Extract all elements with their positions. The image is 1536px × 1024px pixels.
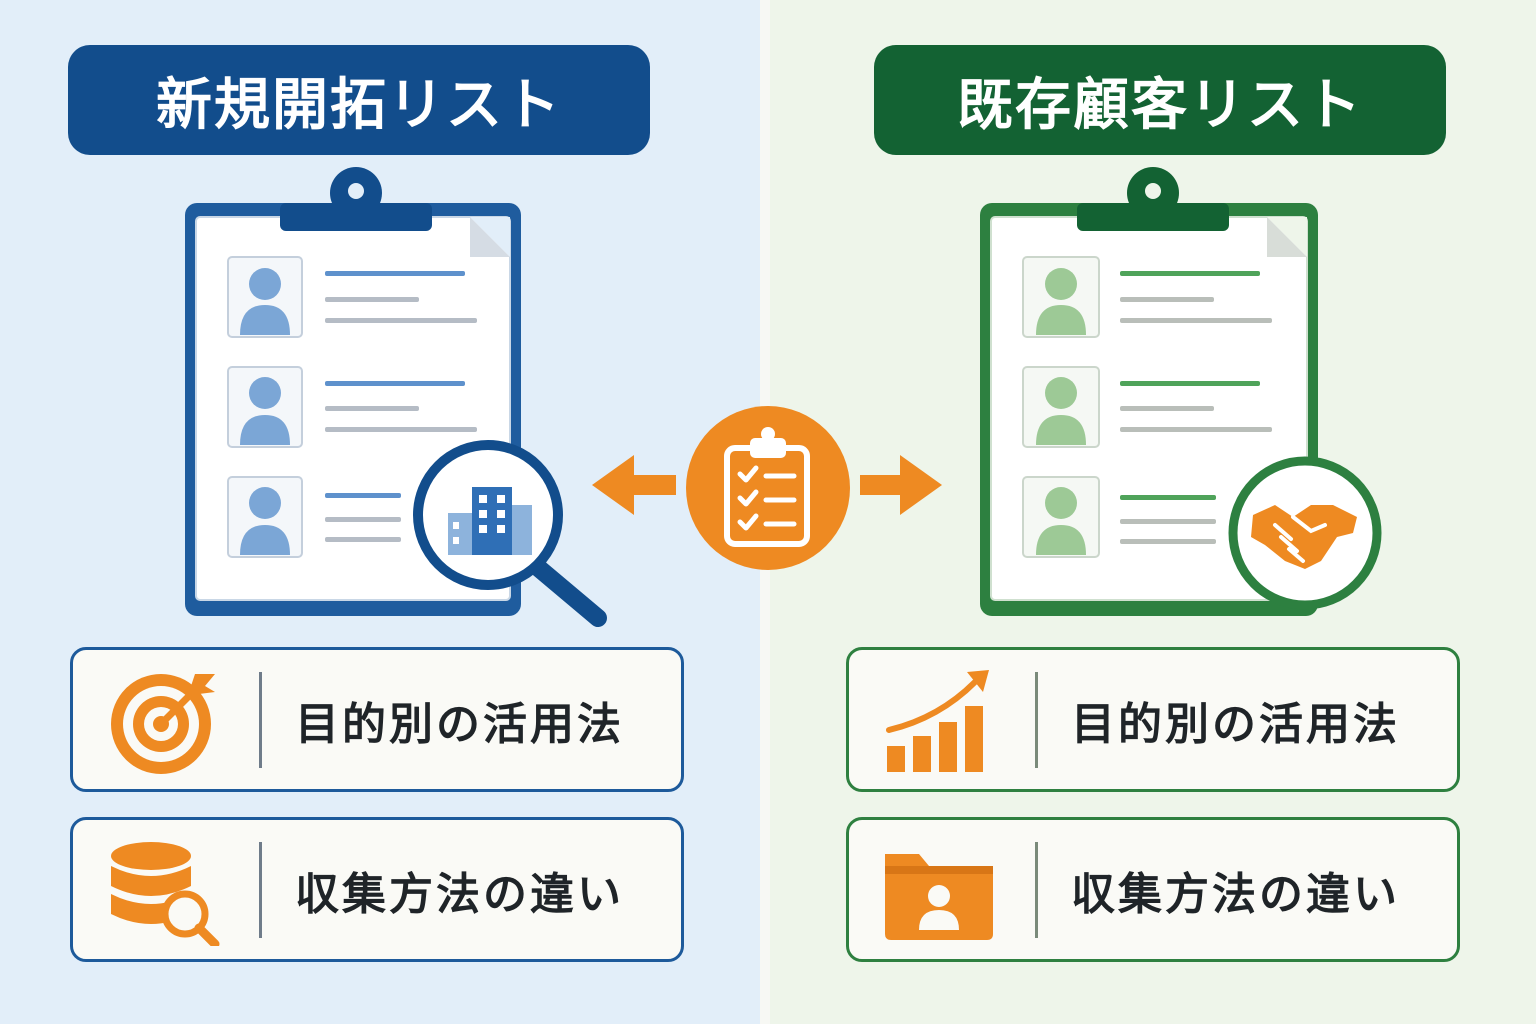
profile-row-3 bbox=[227, 476, 401, 558]
right-card-usage: 目的別の活用法 bbox=[846, 647, 1460, 792]
profile-row-2 bbox=[227, 366, 477, 448]
left-card-collection-label: 収集方法の違い bbox=[295, 868, 624, 920]
database-search-icon bbox=[111, 842, 220, 946]
new-prospect-clipboard-icon bbox=[185, 167, 607, 627]
card-divider bbox=[259, 672, 262, 768]
handshake-icon bbox=[1228, 456, 1382, 610]
left-card-collection: 収集方法の違い bbox=[70, 817, 684, 962]
profile-row-1 bbox=[1022, 256, 1272, 338]
existing-customer-clipboard-icon bbox=[980, 167, 1382, 616]
magnifier-building-icon bbox=[413, 440, 607, 627]
card-divider bbox=[259, 842, 262, 938]
right-card-collection-label: 収集方法の違い bbox=[1071, 868, 1400, 920]
card-divider bbox=[1035, 842, 1038, 938]
profile-row-1 bbox=[227, 256, 477, 338]
new-prospect-list-title: 新規開拓リスト bbox=[68, 45, 650, 155]
checklist-clipboard-icon bbox=[592, 406, 942, 570]
growth-chart-icon bbox=[886, 670, 989, 772]
right-card-collection: 収集方法の違い bbox=[846, 817, 1460, 962]
profile-row-3 bbox=[1022, 476, 1216, 558]
left-card-usage-label: 目的別の活用法 bbox=[295, 698, 624, 750]
profile-row-2 bbox=[1022, 366, 1272, 448]
left-card-usage: 目的別の活用法 bbox=[70, 647, 684, 792]
card-divider bbox=[1035, 672, 1038, 768]
arrow-left-icon bbox=[592, 455, 676, 515]
right-card-usage-label: 目的別の活用法 bbox=[1071, 698, 1400, 750]
existing-customer-list-title: 既存顧客リスト bbox=[874, 45, 1446, 155]
arrow-right-icon bbox=[860, 455, 942, 515]
customer-folder-icon bbox=[885, 854, 993, 940]
target-icon bbox=[111, 674, 215, 774]
